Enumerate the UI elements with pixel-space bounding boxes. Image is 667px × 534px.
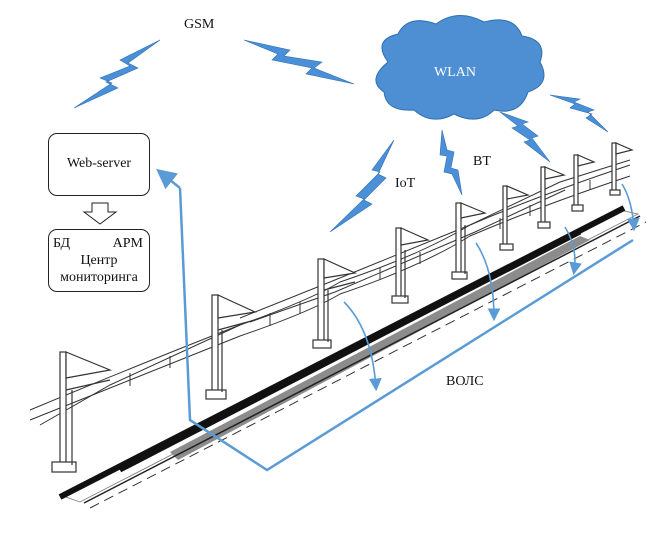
- web-server-label: Web-server: [66, 156, 132, 171]
- gsm-bolt-right: [243, 39, 355, 85]
- wlan-bolt-1: [499, 111, 551, 163]
- iot-bolt: [329, 139, 395, 233]
- down-arrow-icon: [82, 202, 118, 225]
- mast-2: [205, 294, 258, 400]
- mast-signal-arrows: [343, 183, 640, 392]
- mast-4: [391, 227, 431, 304]
- rail-thin-right: [83, 215, 641, 504]
- vols-label: ВОЛС: [446, 374, 484, 389]
- masts: [51, 142, 634, 473]
- rail-dashed: [89, 221, 647, 509]
- fiber-optic-line: [178, 187, 634, 472]
- web-server-box: Web-server: [48, 133, 150, 196]
- mast-1: [51, 351, 113, 473]
- mast-6: [499, 185, 531, 251]
- wlan-bolt-2: [549, 94, 609, 133]
- monitoring-center-box: БД АРМ Центр мониторинга: [48, 229, 150, 292]
- droppers: [129, 180, 591, 386]
- gsm-bolt-left: [73, 39, 161, 109]
- mast-3: [312, 258, 358, 349]
- gsm-label: GSM: [184, 17, 215, 32]
- workstation-label: АРМ: [112, 236, 143, 251]
- iot-label: IoT: [395, 176, 416, 191]
- wlan-cloud-shape: [375, 15, 545, 120]
- monitoring-label: мониторинга: [60, 270, 138, 285]
- center-label: Центр: [80, 253, 118, 268]
- fiber-arrow-to-server: [156, 168, 181, 190]
- mast-7: [537, 166, 567, 229]
- catenary-wires: [29, 159, 631, 426]
- wireless-bolts: [73, 39, 609, 233]
- database-label: БД: [53, 236, 71, 251]
- mast-5: [451, 202, 488, 280]
- mast-9: [609, 142, 634, 196]
- bt-label: BT: [473, 154, 491, 169]
- mast-8: [571, 154, 596, 212]
- bt-bolt: [439, 129, 463, 196]
- rail-black-mid: [118, 229, 582, 473]
- wlan-label: WLAN: [434, 65, 476, 80]
